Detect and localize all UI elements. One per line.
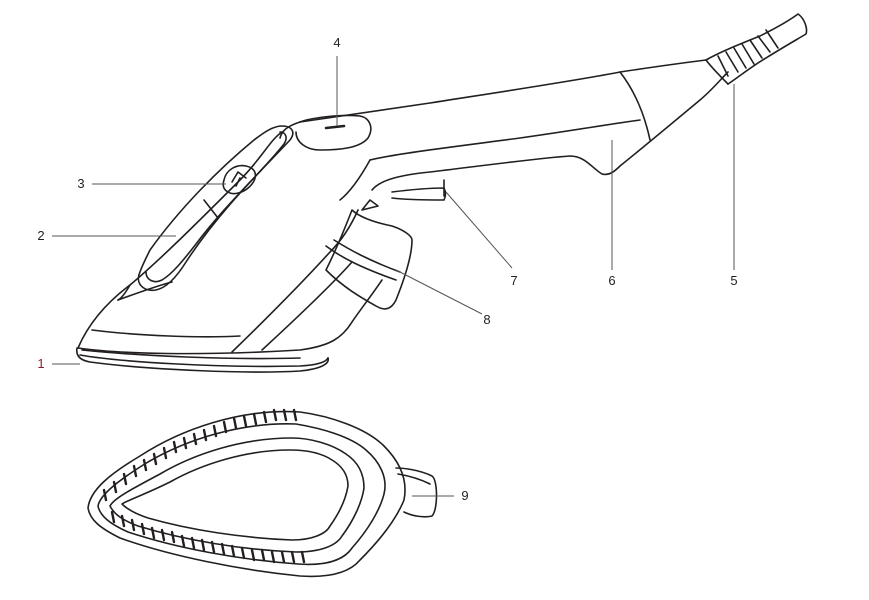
indicator-light	[295, 114, 372, 151]
callout-8: 8	[483, 312, 491, 327]
callout-7: 7	[510, 273, 518, 288]
steam-trigger	[391, 179, 447, 201]
callout-3: 3	[77, 176, 85, 191]
callout-1: 1	[37, 356, 45, 371]
callout-6: 6	[608, 273, 616, 288]
callout-5: 5	[730, 273, 738, 288]
control-panel	[137, 125, 294, 292]
power-cord	[705, 13, 808, 85]
callout-2: 2	[37, 228, 45, 243]
brush-attachment	[87, 408, 438, 578]
water-tank	[325, 199, 413, 310]
callout-4: 4	[333, 35, 341, 50]
leader-lines	[52, 56, 735, 497]
callout-9: 9	[461, 488, 469, 503]
leader-8	[395, 269, 483, 315]
soleplate	[75, 347, 329, 373]
steamer-body	[77, 59, 729, 355]
steam-button-icon[interactable]	[222, 164, 257, 195]
leader-7	[445, 191, 513, 269]
